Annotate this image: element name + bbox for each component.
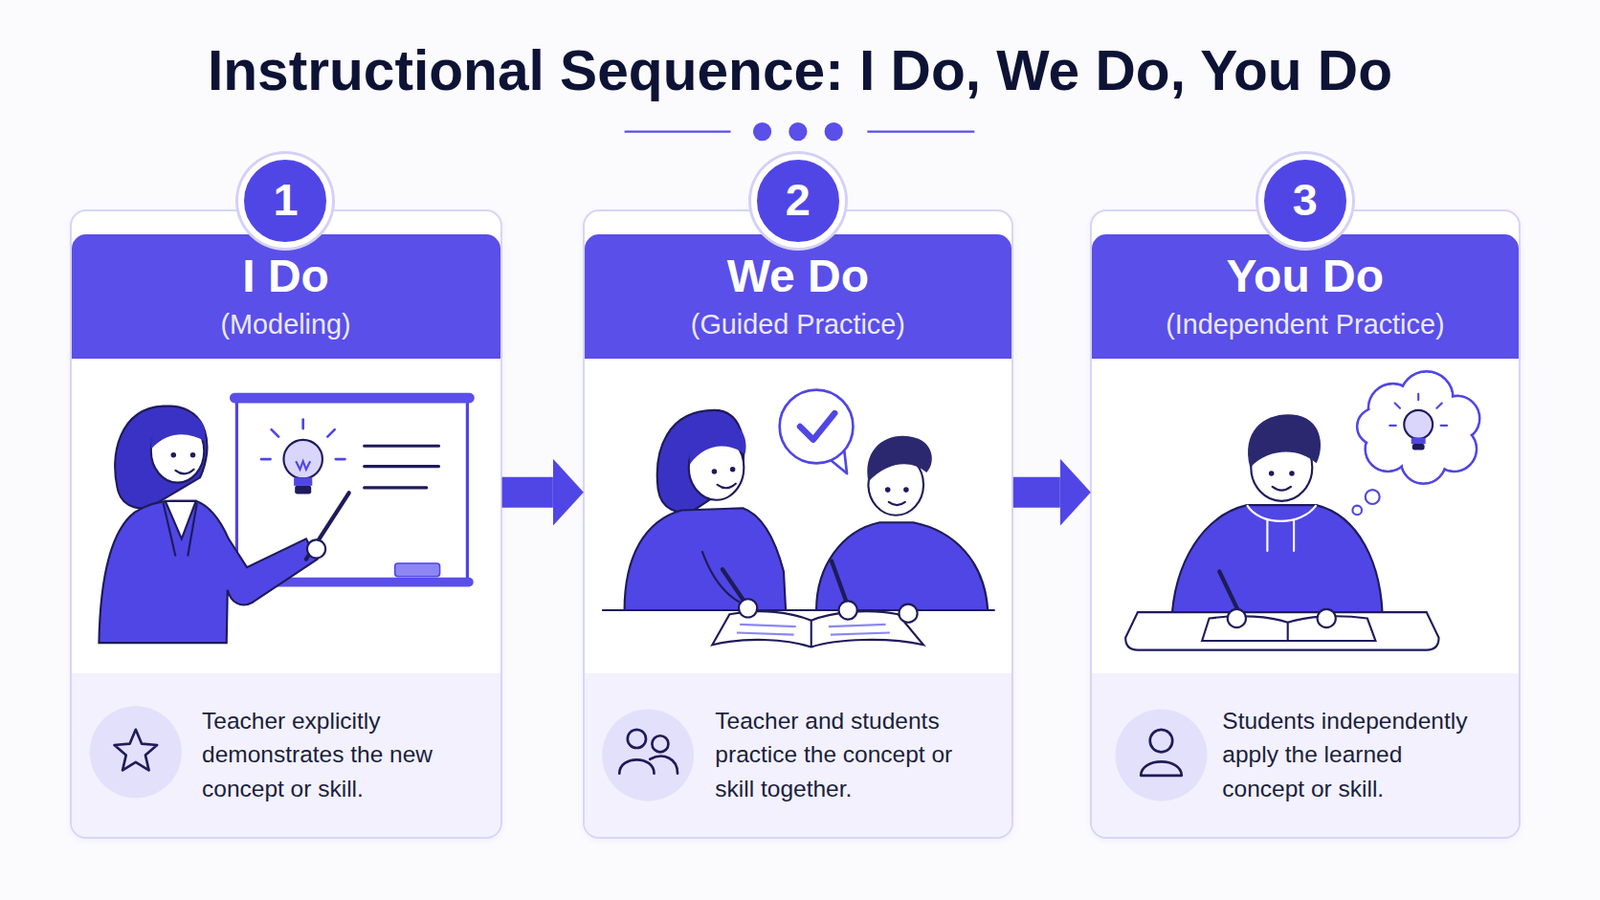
title-divider xyxy=(624,122,976,141)
diagram-title: Instructional Sequence: I Do, We Do, You… xyxy=(0,39,1600,105)
step-number-badge: 1 xyxy=(238,154,333,248)
step-title: I Do xyxy=(242,251,330,303)
divider-line xyxy=(624,131,976,134)
step-card: 2We Do(Guided Practice)Teacher and stude… xyxy=(582,209,1014,840)
step-title: We Do xyxy=(727,251,869,303)
divider-dot xyxy=(824,122,844,141)
step-number: 1 xyxy=(272,177,298,223)
sequence-arrow xyxy=(1013,477,1061,509)
step-card: 3You Do(Independent Practice)Students in… xyxy=(1089,209,1521,840)
card-header-band: I Do (Modeling) xyxy=(71,234,501,359)
step-number-badge: 2 xyxy=(751,154,845,248)
step-number-badge: 3 xyxy=(1258,154,1353,248)
step-subtitle: (Guided Practice) xyxy=(690,308,906,342)
step-subtitle: (Modeling) xyxy=(221,308,352,342)
card-footer: Teacher and students practice the concep… xyxy=(584,673,1012,838)
step-number: 2 xyxy=(785,177,811,223)
divider-dot xyxy=(788,122,807,141)
step-number: 3 xyxy=(1292,177,1318,223)
card-footer: Students independently apply the learned… xyxy=(1091,673,1519,838)
step-description: Teacher and students practice the concep… xyxy=(714,704,971,806)
divider-dot xyxy=(753,122,772,141)
step-title: You Do xyxy=(1226,251,1384,303)
step-card: 1I Do(Modeling)Teacher explicitly demons… xyxy=(69,209,503,840)
step-subtitle: (Independent Practice) xyxy=(1165,308,1445,342)
step-description: Students independently apply the learned… xyxy=(1222,704,1478,806)
sequence-arrow xyxy=(502,477,554,509)
step-description: Teacher explicitly demonstrates the new … xyxy=(201,704,458,806)
card-header-band: You Do (Independent Practice) xyxy=(1091,234,1519,359)
card-footer: Teacher explicitly demonstrates the new … xyxy=(71,673,501,838)
card-header-band: We Do (Guided Practice) xyxy=(584,234,1012,359)
